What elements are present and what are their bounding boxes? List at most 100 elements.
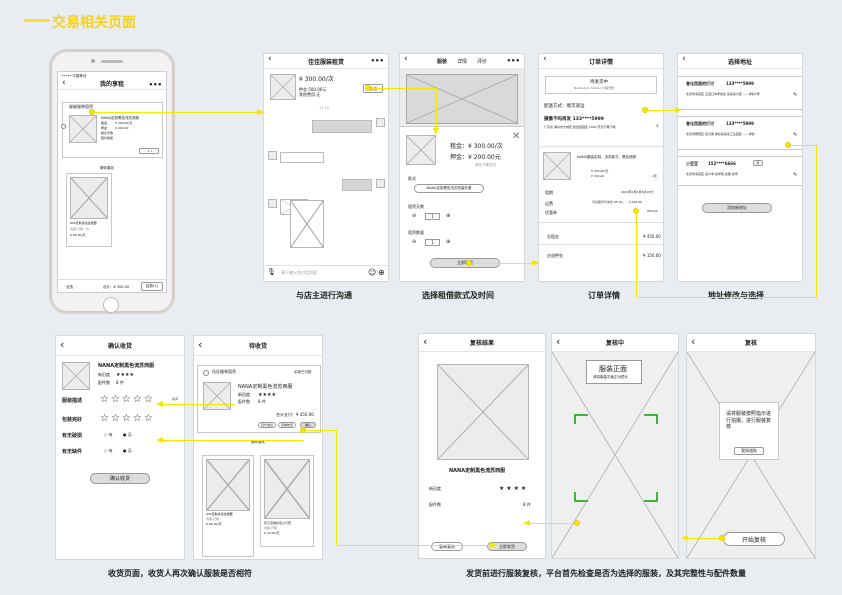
caption-select: 选择租借款式及时间 — [422, 291, 494, 300]
minus-icon[interactable]: ⊖ — [412, 213, 417, 219]
connector-line — [436, 88, 437, 132]
desc-stars[interactable]: ☆☆☆☆☆ — [100, 394, 155, 405]
missing-options[interactable]: ○ 有 ● 无 — [104, 448, 132, 453]
order-status-sub: NonReturn Station 内容预告 — [574, 86, 615, 90]
connector-line — [303, 430, 336, 431]
address-detail: 北京市海淀区 五道口中学某处 某某某大厦 ——你好1号 — [686, 92, 760, 96]
yes-option[interactable]: 有 — [108, 448, 113, 453]
tab-reviews[interactable]: 评价 — [477, 58, 488, 65]
guess-card[interactable]: 原子定制彩色小灯笼 内搭·尺码 ¥ 30.00/天 — [260, 455, 314, 547]
start-recheck-button[interactable]: 开始复核 — [723, 532, 785, 546]
chat-input[interactable]: 请下输入你对话内容 — [281, 270, 317, 275]
extend-button[interactable]: 延长收货 — [258, 422, 276, 428]
minus-icon[interactable]: ⊖ — [412, 239, 417, 245]
back-arrow-icon[interactable]: ‹ — [404, 54, 408, 64]
select-all[interactable]: 全选 — [66, 285, 73, 289]
qty-stepper[interactable]: - 1 + — [139, 148, 159, 154]
more-icon[interactable]: ••• — [506, 57, 520, 65]
connector-line — [527, 523, 577, 524]
sum-rent-label: 总租金 — [547, 234, 559, 239]
shop-checkbox[interactable] — [203, 370, 209, 376]
confirm-button[interactable]: 确认 — [300, 422, 316, 428]
address-header: ‹选择地址 — [678, 54, 802, 69]
emoji-icon[interactable]: ☺ — [368, 268, 377, 277]
result-product-name: NANA定制黑色流苏西服 — [449, 468, 506, 474]
back-arrow-icon[interactable]: ‹ — [62, 78, 66, 88]
address-item[interactable]: 小豆豆 152****6666 家 北京市海淀区 某大学 某学院 某楼 某号 ✎ — [678, 156, 802, 186]
order-product-deposit: ¥ 300.00 — [591, 174, 605, 178]
ship-now-button[interactable]: 立即发货 — [487, 542, 527, 551]
chat-bubble — [280, 152, 324, 163]
style-option[interactable]: NANA定制黑色流苏西装外套 — [414, 184, 484, 193]
address-item[interactable]: 曾化西是的打讨 133****5999 默认 北京市海淀区 五道口中学某处 某某… — [678, 76, 802, 110]
product-image — [406, 74, 518, 124]
more-icon[interactable]: ••• — [148, 81, 162, 89]
product-deposit: ¥ 200.00 — [115, 126, 129, 130]
connector-dot — [300, 427, 306, 433]
chat-screen: ‹佳佳服装租赁••• ¥ 300.00/次 押金:500.00元 其他费用:无 … — [263, 53, 389, 282]
pending-product-name: NANA定制黑色流苏西服 — [238, 384, 293, 390]
confirm-receipt-button[interactable]: 确认收货 — [90, 473, 150, 484]
stain-options[interactable]: ○ 有 ● 无 — [104, 432, 132, 437]
add-address-button[interactable]: 添加新地址 — [702, 203, 772, 213]
connector-line — [636, 211, 637, 298]
retry-recheck-button[interactable]: 重新复核 — [431, 542, 463, 551]
qty-stepper[interactable]: ⊖ 1 ⊕ — [412, 239, 457, 247]
new-stars: ★★★★ — [116, 372, 134, 378]
logistics-button[interactable]: 查看物流 — [278, 422, 296, 428]
order-card[interactable]: 碰碰服装租赁 NANA定制黑色流苏西服 ¥ 300.00/天 ¥ 200.00 … — [61, 102, 163, 158]
result-parts-value: 8 件 — [523, 502, 531, 507]
phone-home-button[interactable] — [103, 297, 119, 313]
pending-order-card[interactable]: 佳佳服装租赁 买家已付款 NANA定制黑色流苏西服 新旧度 ★★★★ 配件数 8… — [197, 365, 321, 433]
no-option[interactable]: 无 — [127, 448, 132, 453]
edit-icon[interactable]: ✎ — [793, 92, 798, 98]
avatar — [268, 151, 277, 160]
back-arrow-icon[interactable]: ‹ — [556, 335, 561, 348]
tab-details[interactable]: 详情 — [456, 58, 467, 65]
select-checkbox[interactable] — [61, 124, 66, 129]
plus-icon[interactable]: ⊕ — [446, 213, 451, 219]
guess-card[interactable]: IRIS定制多色金属腰 内搭·尺码 ¥ 66.00/天 — [202, 455, 254, 557]
arrow-head-icon — [490, 542, 497, 548]
tab-clothes[interactable]: 服装 — [436, 58, 447, 65]
mic-icon[interactable]: 🎙 — [267, 268, 276, 276]
result-product-image — [437, 364, 529, 460]
intact-stars[interactable]: ☆☆☆☆☆ — [100, 413, 155, 424]
order-product-days: 1天 — [652, 174, 657, 178]
plus-icon[interactable]: ⊕ — [446, 239, 451, 245]
recheck-screen: ‹复核 请将服装按照指示进行拍摄，进行服装复核 我知道啦 开始复核 — [686, 333, 816, 559]
connector-line — [336, 430, 337, 545]
got-it-button[interactable]: 我知道啦 — [734, 447, 764, 455]
address-item[interactable]: 曾化西是的打讨 133****5999 北京市朝阳区 某大厦 你好某某某工业园区… — [678, 116, 802, 150]
days-stepper[interactable]: ⊖ 1 ⊕ — [412, 213, 457, 221]
back-arrow-icon[interactable]: ‹ — [691, 335, 696, 348]
close-icon[interactable]: ✕ — [512, 131, 521, 142]
connector-line — [336, 545, 496, 546]
chevron-right-icon[interactable]: › — [656, 122, 659, 130]
total-amount: 合计：¥ 300.00 — [103, 285, 130, 289]
chat-price: ¥ 300.00/次 — [299, 76, 334, 83]
hint-title: 服装正面 — [599, 365, 627, 373]
connector-line — [162, 404, 235, 405]
connector-line — [92, 112, 264, 113]
back-arrow-icon[interactable]: ‹ — [423, 335, 428, 348]
back-arrow-icon[interactable]: ‹ — [268, 54, 272, 64]
edit-icon[interactable]: ✎ — [793, 132, 798, 138]
plus-icon[interactable]: ⊕ — [378, 268, 385, 277]
back-arrow-icon[interactable]: ‹ — [198, 338, 203, 351]
edit-icon[interactable]: ✎ — [793, 172, 798, 178]
back-arrow-icon[interactable]: ‹ — [60, 338, 65, 351]
order-product-price: ¥ 300.00/天 — [591, 169, 609, 173]
settle-button[interactable]: 结算(1) — [141, 282, 163, 291]
back-arrow-icon[interactable]: ‹ — [543, 54, 547, 64]
connector-line — [788, 145, 817, 146]
recheck-header: ‹复核 — [687, 334, 815, 352]
more-icon[interactable]: ••• — [370, 57, 384, 65]
guess-card[interactable]: IRIS定制多色金属腰 内搭·尺码：M ¥ 66.00/天 — [66, 173, 112, 247]
connector-dot — [365, 85, 371, 91]
confirm-product-name: NANA定制黑色流苏西服 — [98, 363, 155, 369]
no-option[interactable]: 无 — [127, 432, 132, 437]
sheet-deposit-note: 请先下单支付 — [475, 163, 496, 167]
yes-option[interactable]: 有 — [108, 432, 113, 437]
back-arrow-icon[interactable]: ‹ — [682, 54, 686, 64]
